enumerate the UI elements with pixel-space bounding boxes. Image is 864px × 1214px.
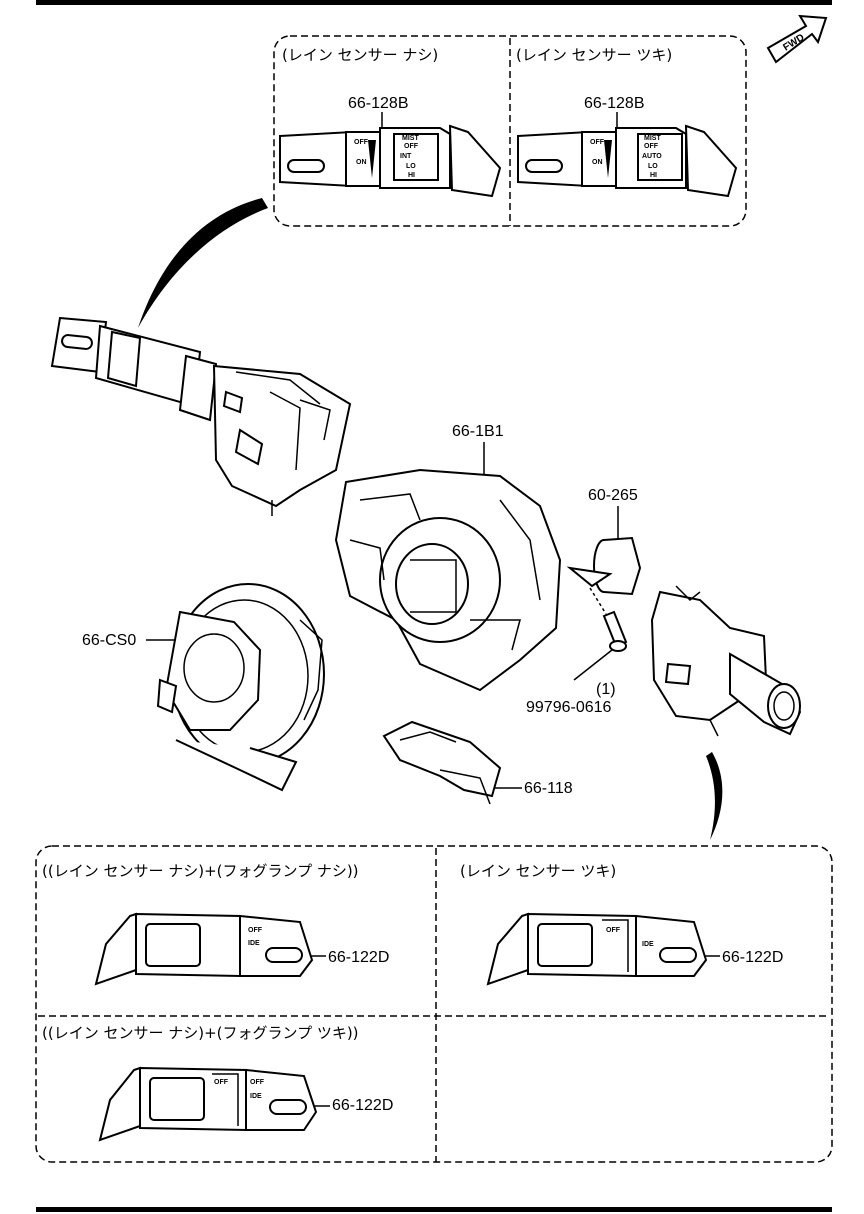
mark-ide-cell1: IDE — [248, 940, 260, 947]
cap-drawing: 60-265 — [566, 487, 642, 596]
mark-off-cell3-2: OFF — [250, 1079, 265, 1086]
part-label-66-1b1: 66-1B1 — [452, 423, 504, 440]
part-label-99796-0616: 99796-0616 — [526, 699, 612, 716]
part-label-66-cs0: 66-CS0 — [82, 632, 136, 649]
clock-spring-body-drawing: 66-1B1 — [334, 423, 562, 692]
wiper-lever-assembly-drawing — [50, 316, 352, 516]
bottom-border-bar — [36, 1207, 832, 1212]
mark-off-right: OFF — [590, 139, 605, 146]
mark-hi-left: HI — [408, 172, 415, 179]
mark-on-left: ON — [356, 159, 367, 166]
top-border-bar — [36, 0, 832, 5]
part-label-66-122d-cell2: 66-122D — [722, 949, 783, 966]
bottom-cell1-caption: ((レイン センサー ナシ)+(フォグランプ ナシ)) — [42, 862, 359, 880]
bottom-cell3-caption: ((レイン センサー ナシ)+(フォグランプ ツキ)) — [42, 1024, 359, 1042]
mark-ide-cell2: IDE — [642, 941, 654, 948]
headlight-switch-cell2-drawing: OFF IDE 66-122D — [486, 912, 783, 986]
top-right-caption: (レイン センサー ツキ) — [516, 46, 672, 64]
switch-module-drawing: 66-118 — [382, 720, 573, 805]
part-label-60-265: 60-265 — [588, 487, 638, 504]
top-variant-box: (レイン センサー ナシ) (レイン センサー ツキ) 66-128B 66-1… — [273, 35, 747, 227]
mark-on-right: ON — [592, 159, 603, 166]
callout-pointer-top — [138, 198, 268, 328]
part-label-66-122d-cell3: 66-122D — [332, 1097, 393, 1114]
screw-quantity: (1) — [596, 681, 616, 698]
headlight-switch-cell1-drawing: OFF IDE 66-122D — [94, 912, 389, 986]
mark-hi-right: HI — [650, 172, 657, 179]
part-label-66-122d-cell1: 66-122D — [328, 949, 389, 966]
mark-off-cell2: OFF — [606, 927, 621, 934]
mark-off-cell1: OFF — [248, 927, 263, 934]
mark-lo-right: LO — [648, 163, 658, 170]
headlight-switch-cell3-drawing: OFF OFF IDE 66-122D — [98, 1066, 393, 1142]
bottom-variant-box: ((レイン センサー ナシ)+(フォグランプ ナシ)) (レイン センサー ツキ… — [35, 845, 833, 1163]
fwd-arrow-icon: FWD — [766, 14, 828, 64]
wiper-switch-left-drawing: OFF OFF INT LO HI ON MIST — [279, 124, 502, 198]
mark-mist-left: MIST — [402, 135, 419, 142]
mark-off-right-2: OFF — [644, 143, 659, 150]
mark-lo-left: LO — [406, 163, 416, 170]
part-label-66-118: 66-118 — [524, 780, 573, 797]
screw-drawing: (1) 99796-0616 — [526, 587, 628, 716]
part-label-66-128b-right: 66-128B — [584, 95, 645, 112]
part-label-66-128b-left: 66-128B — [348, 95, 409, 112]
bottom-cell2-caption: (レイン センサー ツキ) — [460, 862, 616, 880]
clock-spring-drawing: 66-CS0 — [82, 583, 325, 792]
top-left-caption: (レイン センサー ナシ) — [282, 46, 438, 64]
callout-pointer-bottom — [706, 752, 723, 840]
mark-off-left-2: OFF — [404, 143, 419, 150]
mark-off-cell3: OFF — [214, 1079, 229, 1086]
wiper-switch-right-drawing: OFF OFF AUTO LO HI ON MIST — [517, 124, 738, 198]
mark-off-left: OFF — [354, 139, 369, 146]
mark-ide-cell3: IDE — [250, 1093, 262, 1100]
mark-auto-right: AUTO — [642, 153, 662, 160]
mark-int-left: INT — [400, 153, 412, 160]
mark-mist-right: MIST — [644, 135, 661, 142]
combination-switch-right-drawing — [650, 585, 802, 737]
